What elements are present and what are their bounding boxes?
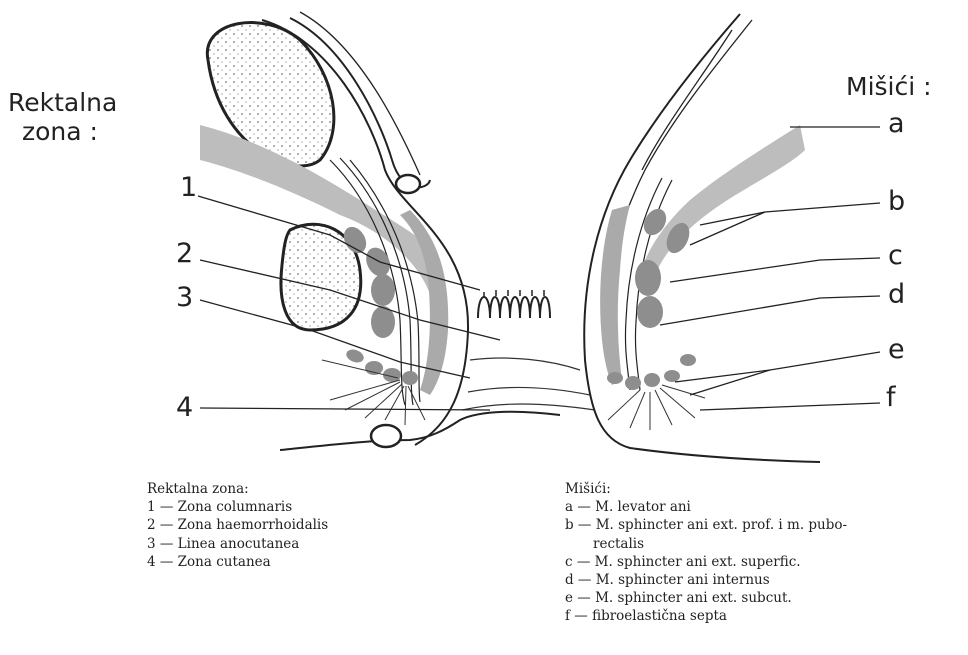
label-d: d: [888, 279, 905, 310]
legend-muscles: Mišići: a — M. levator ani b — M. sphinc…: [565, 480, 847, 626]
label-c: c: [888, 240, 903, 271]
legend-item: f — fibroelastična septa: [565, 607, 847, 625]
lumen-lines: [462, 358, 595, 410]
label-a: a: [888, 108, 905, 139]
legend-item: d — M. sphincter ani internus: [565, 571, 847, 589]
legend-muscles-heading: Mišići:: [565, 480, 847, 498]
right-levator-band: [640, 125, 805, 275]
small-vessel-bottom: [371, 425, 401, 447]
legend-item-continuation: rectalis: [565, 535, 847, 553]
small-vessel-top: [396, 175, 420, 193]
label-b: b: [888, 186, 905, 217]
legend-item: c — M. sphincter ani ext. superfic.: [565, 553, 847, 571]
label-1: 1: [180, 172, 197, 203]
legend-item: 2 — Zona haemorrhoidalis: [147, 516, 328, 534]
label-e: e: [888, 334, 905, 365]
legend-item: e — M. sphincter ani ext. subcut.: [565, 589, 847, 607]
label-2: 2: [176, 238, 193, 269]
label-f: f: [886, 382, 896, 413]
label-3: 3: [176, 282, 193, 313]
legend-item: a — M. levator ani: [565, 498, 847, 516]
left-wall: [200, 12, 560, 450]
legend-rectal-zone: Rektalna zona: 1 — Zona columnaris 2 — Z…: [147, 480, 328, 571]
right-septa-fibers: [608, 385, 705, 430]
anal-columns: [478, 290, 550, 318]
label-4: 4: [176, 392, 193, 423]
right-wall: [584, 14, 820, 462]
legend-rectal-zone-heading: Rektalna zona:: [147, 480, 328, 498]
legend-item: 4 — Zona cutanea: [147, 553, 328, 571]
right-internal-sphincter: [600, 205, 630, 385]
legend-item: 1 — Zona columnaris: [147, 498, 328, 516]
legend-item: 3 — Linea anocutanea: [147, 535, 328, 553]
anal-canal-diagram: [0, 0, 968, 470]
legend-item: b — M. sphincter ani ext. prof. i m. pub…: [565, 516, 847, 534]
